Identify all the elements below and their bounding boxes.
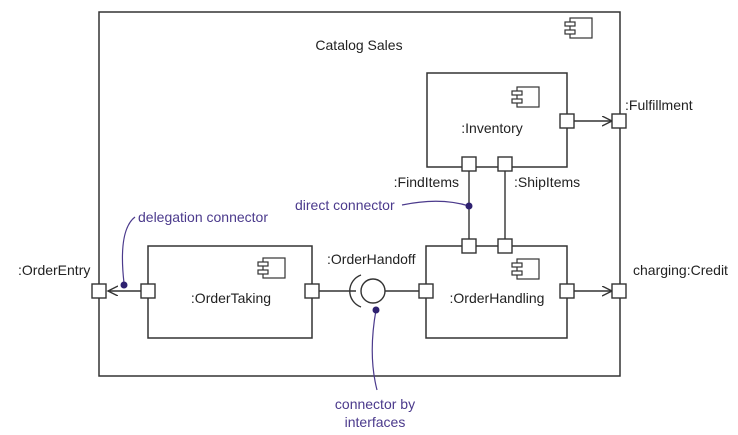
inventory-out-port <box>559 113 575 129</box>
interfaces-callout-line <box>371 309 378 391</box>
order-entry-label: :OrderEntry <box>18 262 90 278</box>
find-items-port-bottom <box>461 238 477 254</box>
order-taking-left-port <box>140 283 156 299</box>
ship-items-port-bottom <box>497 238 513 254</box>
ship-items-port-top <box>497 156 513 172</box>
credit-port <box>611 283 627 299</box>
interfaces-note-line1: connector by <box>335 396 415 412</box>
order-taking-label: :OrderTaking <box>191 290 271 306</box>
order-entry-port <box>91 283 107 299</box>
order-handling-right-port <box>559 283 575 299</box>
order-taking-right-port <box>304 283 320 299</box>
inventory-component: :Inventory <box>426 72 568 168</box>
order-handoff-label: :OrderHandoff <box>327 251 416 267</box>
credit-label: charging:Credit <box>633 262 728 278</box>
required-interface-socket <box>349 274 362 308</box>
port-labels: :Fulfillment :FindItems :ShipItems :Orde… <box>18 97 728 278</box>
delegation-callout-dot <box>120 281 128 289</box>
delegation-callout-line <box>121 216 136 284</box>
find-items-port-top <box>461 156 477 172</box>
ports <box>91 113 627 299</box>
provided-interface-ball <box>360 278 386 304</box>
catalog-sales-title: Catalog Sales <box>315 37 402 53</box>
annotations: delegation connector direct connector co… <box>120 197 473 430</box>
ship-items-label: :ShipItems <box>514 174 580 190</box>
direct-connector-note: direct connector <box>295 197 395 213</box>
direct-callout-line <box>401 200 470 207</box>
delegation-connector-note: delegation connector <box>138 209 268 225</box>
inventory-label: :Inventory <box>461 120 522 136</box>
component-icon <box>257 257 286 279</box>
component-icon <box>511 258 540 280</box>
fulfillment-port <box>611 113 627 129</box>
fulfillment-label: :Fulfillment <box>625 97 693 113</box>
find-items-label: :FindItems <box>394 174 459 190</box>
order-handling-label: :OrderHandling <box>450 290 545 306</box>
direct-callout-dot <box>465 202 473 210</box>
interfaces-callout-dot <box>372 306 380 314</box>
component-icon <box>564 17 593 39</box>
interfaces-note-line2: interfaces <box>345 414 406 430</box>
order-handling-component: :OrderHandling <box>425 245 568 339</box>
order-handling-left-port <box>418 283 434 299</box>
order-taking-component: :OrderTaking <box>147 245 313 339</box>
component-icon <box>511 86 540 108</box>
order-handoff-assembly <box>349 274 386 308</box>
